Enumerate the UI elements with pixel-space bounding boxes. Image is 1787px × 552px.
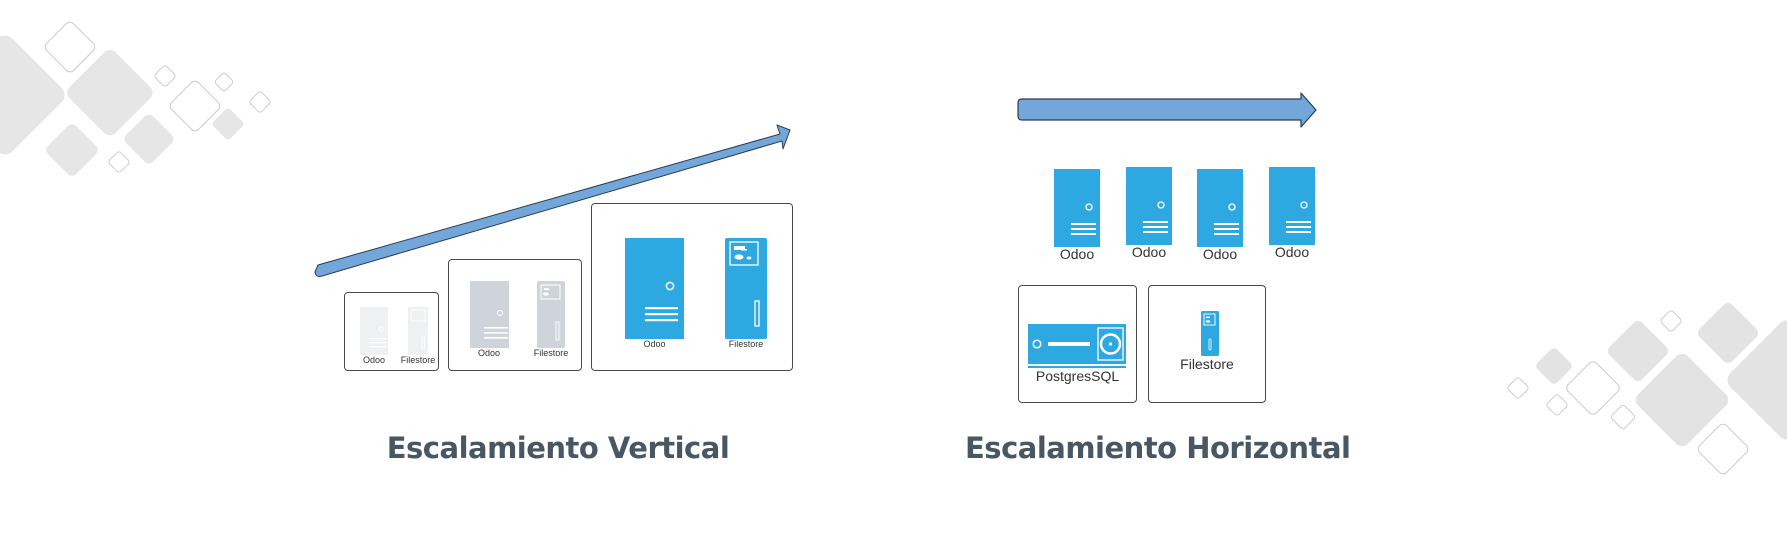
odoo-label: Odoo	[643, 339, 666, 349]
decorative-diamonds-left	[0, 21, 271, 176]
filestore-label: Filestore	[400, 355, 436, 365]
postgresql-box: PostgresSQL	[1018, 285, 1137, 403]
filestore-server-icon	[537, 281, 565, 348]
vertical-stage-large: Odoo Filestore	[591, 203, 793, 371]
odoo-label: Odoo	[1274, 244, 1310, 260]
odoo-server-icon	[1054, 169, 1100, 247]
odoo-server-icon	[470, 281, 509, 348]
filestore-box: Filestore	[1148, 285, 1266, 403]
vertical-stage-small: Odoo Filestore	[344, 292, 439, 371]
diagonal-growth-arrow-icon	[314, 124, 791, 277]
filestore-label: Filestore	[1180, 356, 1234, 372]
filestore-label: Filestore	[533, 348, 569, 358]
filestore-server-icon	[725, 238, 767, 339]
filestore-label: Filestore	[728, 339, 764, 349]
odoo-server-icon	[625, 238, 684, 339]
odoo-label: Odoo	[1059, 246, 1095, 262]
vertical-stage-medium: Odoo Filestore	[448, 259, 582, 371]
odoo-label: Odoo	[477, 348, 501, 358]
odoo-label: Odoo	[1202, 246, 1238, 262]
odoo-server-icon	[1126, 167, 1172, 245]
filestore-server-icon	[1201, 311, 1219, 356]
odoo-server-icon	[1197, 169, 1243, 247]
odoo-label: Odoo	[362, 355, 386, 365]
horizontal-growth-arrow-icon	[1017, 92, 1317, 128]
decorative-diamonds-right	[1507, 302, 1787, 475]
database-server-icon	[1028, 324, 1126, 368]
odoo-label: Odoo	[1131, 244, 1167, 260]
vertical-scaling-title: Escalamiento Vertical	[386, 431, 730, 465]
postgresql-label: PostgresSQL	[1035, 368, 1120, 384]
odoo-server-icon	[360, 307, 388, 355]
odoo-server-icon	[1269, 167, 1315, 245]
filestore-server-icon	[408, 307, 428, 355]
horizontal-scaling-title: Escalamiento Horizontal	[965, 431, 1351, 465]
